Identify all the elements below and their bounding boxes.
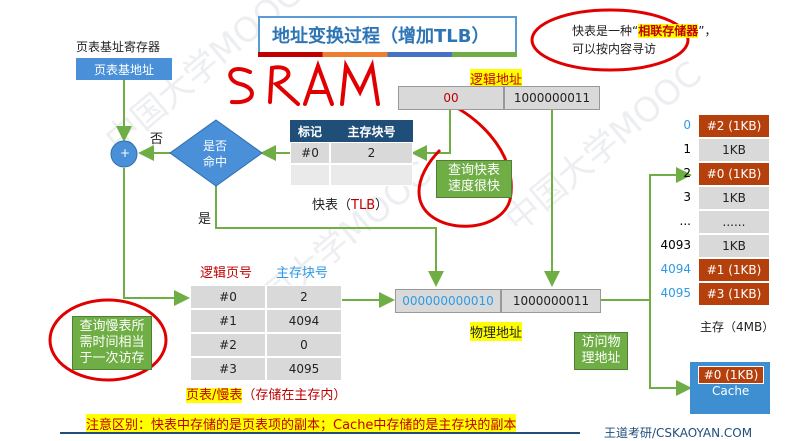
- memory-block: 1KB: [698, 234, 770, 258]
- decision-diamond: [169, 119, 263, 187]
- tlb-header-tag: 标记: [290, 120, 330, 142]
- physical-address-label: 物理地址: [470, 322, 523, 341]
- page-table-cell: 2: [266, 285, 342, 309]
- brand-label: 王道考研/CSKAOYAN.COM: [604, 426, 753, 440]
- access-note-line1: 访问物: [581, 335, 621, 350]
- callout-suffix: ”，: [698, 24, 717, 38]
- title-frame: [258, 16, 517, 56]
- memory-index: ...: [679, 214, 691, 228]
- physical-frame-field: 000000000010: [395, 289, 501, 313]
- page-table-cell: 4094: [266, 309, 342, 333]
- page-title: 地址变换过程（增加TLB）: [272, 26, 490, 47]
- tlb-cell: #0: [290, 142, 330, 164]
- tlb-speed-note: 查询快表 速度很快: [436, 160, 512, 198]
- tlb-caption-tlb: TLB: [351, 198, 376, 213]
- page-table-caption-b: （存储在主存内）: [242, 388, 347, 403]
- decision-label-1: 是否: [203, 139, 228, 153]
- slow-table-note: 查询慢表所 需时间相当 于一次访存: [72, 316, 152, 370]
- page-table-caption-a: 页表/慢表: [186, 388, 243, 403]
- callout-highlight: 相联存储器: [638, 24, 699, 38]
- tlb-header-frame: 主存块号: [330, 120, 413, 142]
- slow-note-line1: 查询慢表所: [79, 319, 145, 334]
- footer-note: 注意区别：快表中存储的是页表项的副本；Cache中存储的是主存块的副本: [86, 414, 517, 433]
- page-table-caption: 页表/慢表（存储在主存内）: [186, 384, 346, 403]
- physical-offset-field: 1000000011: [501, 289, 601, 313]
- callout-text: 快表是一种“相联存储器”，: [572, 22, 716, 39]
- memory-index: 4095: [660, 286, 691, 300]
- register-label: 页表基址寄存器: [76, 40, 161, 54]
- page-table-header-frame: 主存块号: [276, 266, 329, 281]
- decision-yes-label: 是: [198, 212, 212, 227]
- memory-index: 1: [683, 142, 691, 156]
- page-table-cell: #1: [190, 309, 266, 333]
- logical-page-field: 00: [398, 86, 504, 110]
- page-table-cell: #0: [190, 285, 266, 309]
- memory-index: 4094: [660, 262, 691, 276]
- register-value: 页表基地址: [76, 58, 172, 80]
- memory-block: #3 (1KB): [698, 282, 770, 306]
- memory-index: 2: [683, 166, 691, 180]
- tlb-speed-note-line1: 查询快表: [447, 163, 500, 178]
- callout-line2: 可以按内容寻访: [572, 42, 657, 56]
- adder-circle: [110, 140, 138, 168]
- memory-block: #0 (1KB): [698, 162, 770, 186]
- memory-block: #1 (1KB): [698, 258, 770, 282]
- page-table-header-page: 逻辑页号: [200, 266, 253, 281]
- slow-note-line2: 需时间相当: [79, 335, 145, 350]
- page-table-cell: #3: [190, 357, 266, 381]
- footer-underline: [60, 432, 580, 434]
- tlb-cell: [330, 164, 413, 186]
- logical-offset-field: 1000000011: [504, 86, 600, 110]
- tlb-cell: 2: [330, 142, 413, 164]
- memory-index: 0: [683, 118, 691, 132]
- decision-no-label: 否: [150, 132, 164, 147]
- decision-label-2: 命中: [203, 155, 228, 169]
- tlb-cell: [290, 164, 330, 186]
- memory-index: 3: [683, 190, 691, 204]
- page-table-cell: #2: [190, 333, 266, 357]
- memory-block: ......: [698, 210, 770, 234]
- slow-note-line3: 于一次访存: [79, 351, 145, 366]
- page-table-cell: 4095: [266, 357, 342, 381]
- memory-block: #2 (1KB): [698, 114, 770, 138]
- adder-label: +: [120, 146, 131, 160]
- title-underline: [258, 52, 517, 57]
- page-table-cell: 0: [266, 333, 342, 357]
- tlb-caption-suffix: ）: [375, 198, 389, 213]
- tlb-caption-prefix: 快表（: [312, 198, 352, 213]
- access-note: 访问物 理地址: [574, 332, 628, 370]
- cache-block: #0 (1KB): [698, 366, 764, 384]
- tlb-caption: 快表（TLB）: [312, 194, 388, 213]
- memory-block: 1KB: [698, 186, 770, 210]
- tlb-speed-note-line2: 速度很快: [447, 179, 500, 194]
- access-note-line2: 理地址: [581, 351, 621, 366]
- memory-block: 1KB: [698, 138, 770, 162]
- logical-address-label: 逻辑地址: [470, 69, 523, 88]
- main-memory-label: 主存（4MB）: [700, 320, 775, 334]
- memory-index: 4093: [660, 238, 691, 252]
- cache-label: Cache: [712, 384, 750, 398]
- callout-prefix: 快表是一种“: [572, 24, 639, 38]
